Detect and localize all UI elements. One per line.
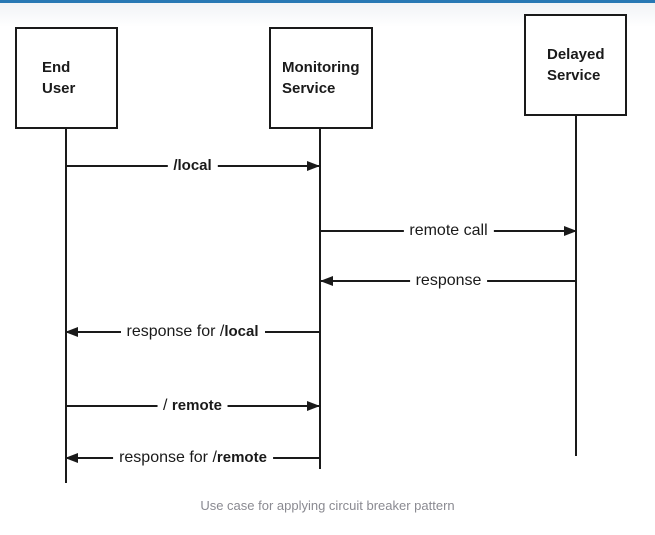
arrowhead-right-icon — [307, 161, 320, 171]
actor-label-line: Monitoring — [282, 59, 360, 76]
actor-box-end-user: End User — [15, 27, 118, 129]
message-label: response — [409, 272, 488, 290]
message-label: remote call — [403, 222, 494, 240]
message-arrow-response-for-remote: response for /remote — [65, 449, 320, 467]
message-label: / remote — [157, 397, 228, 415]
lifeline-delayed-service — [575, 115, 577, 456]
lifeline-end-user — [65, 128, 67, 483]
actor-label-line: Delayed — [547, 46, 605, 63]
arrowhead-left-icon — [320, 276, 333, 286]
message-label: response for /remote — [113, 449, 273, 467]
message-arrow-remote: / remote — [66, 397, 320, 415]
actor-label-line: User — [42, 80, 76, 97]
lifeline-monitoring-service — [319, 128, 321, 469]
arrowhead-left-icon — [65, 453, 78, 463]
page-top-accent-bar — [0, 0, 655, 3]
message-arrow-response-for-local: response for /local — [65, 323, 319, 341]
arrowhead-right-icon — [307, 401, 320, 411]
message-arrow-remote-call: remote call — [321, 222, 577, 240]
message-arrow-local: /local — [66, 157, 320, 175]
actor-box-delayed-service: Delayed Service — [524, 14, 627, 116]
actor-label-line: End — [42, 59, 71, 76]
message-label: response for /local — [120, 323, 265, 341]
actor-box-monitoring-service: Monitoring Service — [269, 27, 373, 129]
actor-label-line: Service — [547, 67, 601, 84]
arrowhead-left-icon — [65, 327, 78, 337]
message-label: /local — [167, 157, 218, 175]
arrowhead-right-icon — [564, 226, 577, 236]
message-arrow-response: response — [320, 272, 576, 290]
actor-label-line: Service — [282, 80, 336, 97]
diagram-caption: Use case for applying circuit breaker pa… — [200, 498, 455, 513]
